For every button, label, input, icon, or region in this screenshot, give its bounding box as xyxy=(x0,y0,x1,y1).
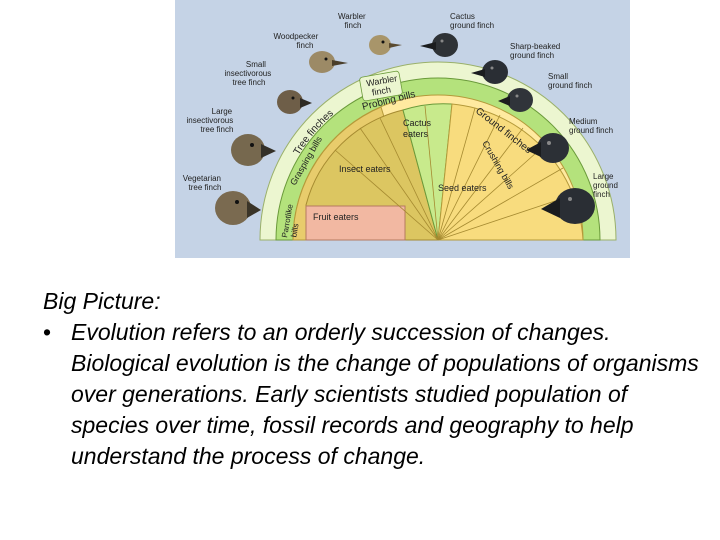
small-ground-finch-icon xyxy=(498,88,533,112)
warbler-finch-label: Warbler finch xyxy=(338,12,368,30)
large-insectivorous-tree-finch-label: Large insectivorous tree finch xyxy=(187,107,236,134)
large-ground-finch-icon xyxy=(541,188,595,224)
large-insectivorous-tree-finch-icon xyxy=(231,134,276,166)
finch-heads xyxy=(215,33,595,225)
bullet-list: • Evolution refers to an orderly success… xyxy=(43,317,703,472)
small-insectivorous-tree-finch-icon xyxy=(277,90,312,114)
seed-eaters-label: Seed eaters xyxy=(438,183,487,193)
slide-heading: Big Picture: xyxy=(43,288,161,314)
bullet-item: • Evolution refers to an orderly success… xyxy=(43,317,703,472)
finch-beak-diagram: Probing bills Tree finches Ground finche… xyxy=(175,0,630,258)
sharp-beaked-ground-finch-label: Sharp-beaked ground finch xyxy=(510,42,563,60)
small-ground-finch-label: Small ground finch xyxy=(548,72,592,90)
large-ground-finch-label: Large ground finch xyxy=(593,172,620,199)
svg-text:Warbler finch: Warbler finch xyxy=(365,73,402,99)
bullet-text: Evolution refers to an orderly successio… xyxy=(71,319,699,469)
cactus-ground-finch-label: Cactus ground finch xyxy=(450,12,494,30)
warbler-finch-icon xyxy=(369,35,402,55)
finch-labels: Warbler finch Woodpecker finch Small ins… xyxy=(183,12,620,199)
small-insectivorous-tree-finch-label: Small insectivorous tree finch xyxy=(225,60,274,87)
parrotlike-bills-label: Parrotlike bills xyxy=(280,201,304,240)
warbler-arc-box: Warbler finch xyxy=(359,70,403,102)
vegetarian-tree-finch-icon xyxy=(215,191,261,225)
cactus-ground-finch-icon xyxy=(420,33,458,57)
fruit-eaters-sector xyxy=(305,205,406,241)
diet-labels: Insect eaters Seed eaters Cactus eaters … xyxy=(313,118,487,222)
insect-eaters-label: Insect eaters xyxy=(339,164,391,174)
medium-ground-finch-label: Medium ground finch xyxy=(569,117,613,135)
cactus-eaters-label: Cactus eaters xyxy=(403,118,434,139)
woodpecker-finch-icon xyxy=(309,51,348,73)
vegetarian-tree-finch-label: Vegetarian tree finch xyxy=(183,174,224,192)
medium-ground-finch-icon xyxy=(526,133,569,163)
sharp-beaked-ground-finch-icon xyxy=(471,60,508,84)
fan-chart xyxy=(259,61,617,241)
woodpecker-finch-label: Woodpecker finch xyxy=(274,32,321,50)
fruit-eaters-label: Fruit eaters xyxy=(313,212,359,222)
slide-text-block: Big Picture: • Evolution refers to an or… xyxy=(43,286,703,472)
bullet-symbol: • xyxy=(43,319,52,345)
sector-dividers xyxy=(334,105,574,241)
